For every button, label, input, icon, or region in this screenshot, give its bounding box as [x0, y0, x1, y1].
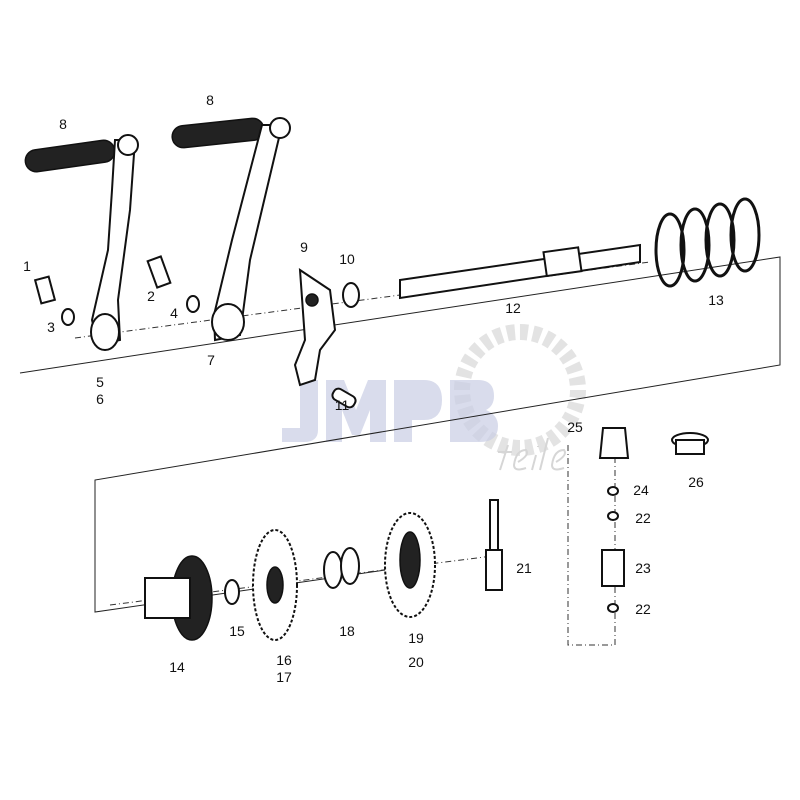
- label-8b: 8: [206, 92, 214, 108]
- label-16: 16: [276, 652, 292, 668]
- label-11: 11: [335, 397, 350, 413]
- label-19: 19: [408, 630, 424, 646]
- label-3: 3: [47, 319, 55, 335]
- watermark-logo-teile: [498, 437, 566, 471]
- label-10: 10: [339, 251, 355, 267]
- plug-25: [598, 427, 630, 459]
- label-22b: 22: [635, 601, 651, 617]
- drive-pinion-21: [485, 499, 503, 591]
- gear-19: [384, 512, 436, 618]
- label-21: 21: [516, 560, 532, 576]
- washer-22b: [607, 603, 619, 613]
- label-12: 12: [505, 300, 521, 316]
- kick-start-lever-2: [171, 117, 291, 342]
- spring-13: [654, 197, 761, 288]
- kick-start-lever-1: [24, 134, 139, 351]
- gear-16: [252, 529, 298, 641]
- gear-hub-14: [144, 555, 213, 641]
- label-4: 4: [170, 305, 178, 321]
- washer-10: [342, 282, 360, 308]
- label-6: 6: [96, 391, 104, 407]
- pin-11: [331, 387, 357, 409]
- plunger-parts: [598, 427, 630, 613]
- label-18: 18: [339, 623, 355, 639]
- washer-4: [186, 295, 200, 313]
- label-22a: 22: [635, 510, 651, 526]
- washer-3: [61, 308, 75, 326]
- label-20: 20: [408, 654, 424, 670]
- label-9: 9: [300, 239, 308, 255]
- label-13: 13: [708, 292, 724, 308]
- watermark-logo-jmpb: [282, 380, 498, 442]
- cap-26: [671, 432, 709, 455]
- sleeve-23: [601, 549, 625, 587]
- label-7: 7: [207, 352, 215, 368]
- label-26: 26: [688, 474, 704, 490]
- washer-24: [607, 486, 619, 496]
- bolt-2: [146, 255, 172, 289]
- label-23: 23: [635, 560, 651, 576]
- kick-start-shaft-12: [399, 243, 641, 300]
- label-17: 17: [276, 669, 292, 685]
- label-5: 5: [96, 374, 104, 390]
- label-1: 1: [23, 258, 31, 274]
- label-25: 25: [567, 419, 583, 435]
- watermark: [282, 324, 586, 471]
- label-14: 14: [169, 659, 185, 675]
- assembly-axis-plunger: [567, 440, 616, 646]
- part-labels: 8 8 1 2 3 4 5 6 7 9 10 11 12 13 14 15 16…: [23, 92, 724, 685]
- label-8a: 8: [59, 116, 67, 132]
- washers-18: [323, 547, 360, 589]
- label-24: 24: [633, 482, 649, 498]
- label-15: 15: [229, 623, 245, 639]
- washer-15: [224, 579, 240, 605]
- washer-22a: [607, 511, 619, 521]
- label-2: 2: [147, 288, 155, 304]
- segment-plate-9: [293, 268, 337, 387]
- bolt-1: [33, 275, 57, 305]
